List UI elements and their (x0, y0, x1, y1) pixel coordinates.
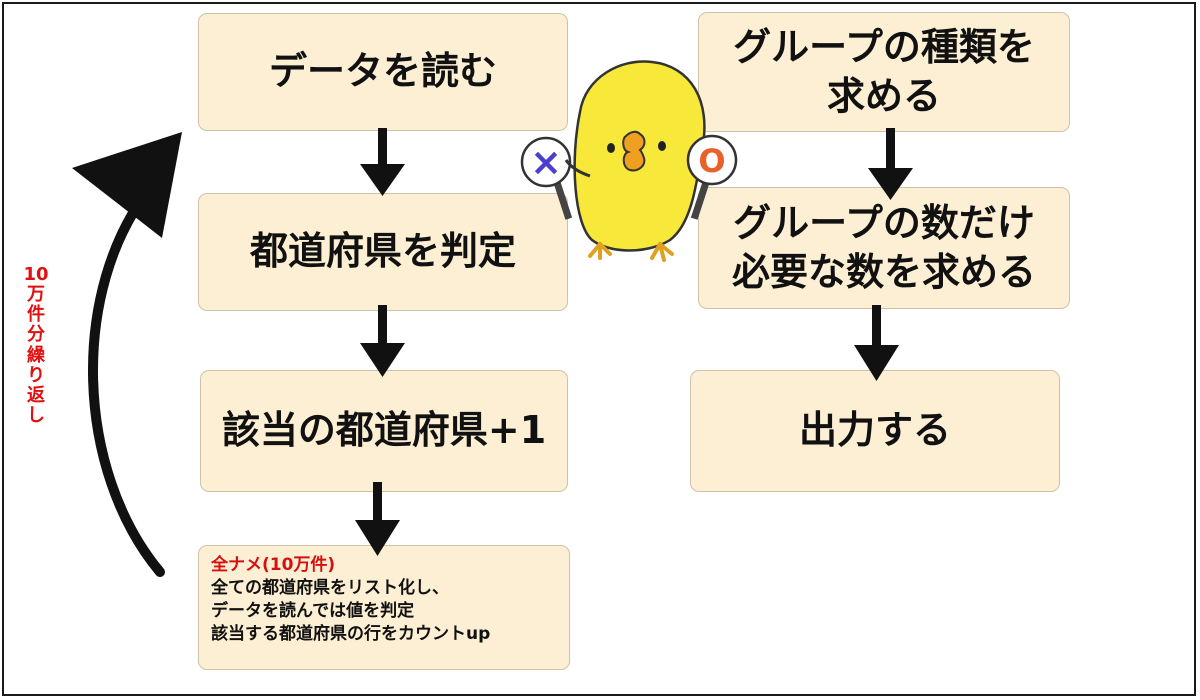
step-compute-per-group-line-2: 必要な数を求める (731, 250, 1036, 294)
step-output: 出力する (690, 370, 1060, 492)
loop-arrow (72, 132, 182, 577)
note-title: 全ナメ(10万件) (211, 555, 336, 575)
mascot-bird-icon: × O (520, 60, 738, 262)
step-judge-prefecture: 都道府県を判定 (198, 193, 568, 311)
step-compute-per-group-line-1: グループの数だけ (733, 200, 1035, 245)
loop-label: 10万件分繰り返し (23, 264, 49, 427)
arrow-down-4 (868, 128, 913, 200)
step-compute-per-group: グループの数だけ 必要な数を求める (698, 187, 1070, 309)
step-increment-prefecture: 該当の都道府県+1 (200, 370, 568, 492)
step-find-group-types: グループの種類を 求める (698, 12, 1070, 132)
circle-sign-text: O (698, 142, 725, 180)
note-full-scan: 全ナメ(10万件) 全ての都道府県をリスト化し、 データを読んでは値を判定 該当… (198, 545, 570, 670)
step-read-data-label: データを読む (268, 49, 497, 94)
note-line-3: 該当する都道府県の行をカウントup (211, 623, 491, 644)
note-line-2: データを読んでは値を判定 (211, 600, 415, 621)
step-read-data: データを読む (198, 13, 568, 131)
arrow-down-5 (854, 305, 899, 381)
circle-sign-icon: O (686, 134, 738, 220)
arrow-down-3 (355, 482, 400, 556)
step-judge-prefecture-label: 都道府県を判定 (249, 229, 516, 274)
step-output-label: 出力する (798, 408, 951, 453)
cross-sign-icon: × (520, 136, 573, 220)
cross-sign-text: × (530, 140, 562, 184)
note-line-1: 全ての都道府県をリスト化し、 (211, 577, 449, 598)
arrow-down-2 (360, 305, 405, 377)
arrow-down-1 (360, 128, 405, 196)
step-find-group-types-line-1: グループの種類を (733, 24, 1035, 69)
step-increment-prefecture-label: 該当の都道府県+1 (221, 408, 547, 453)
step-find-group-types-line-2: 求める (826, 74, 941, 118)
